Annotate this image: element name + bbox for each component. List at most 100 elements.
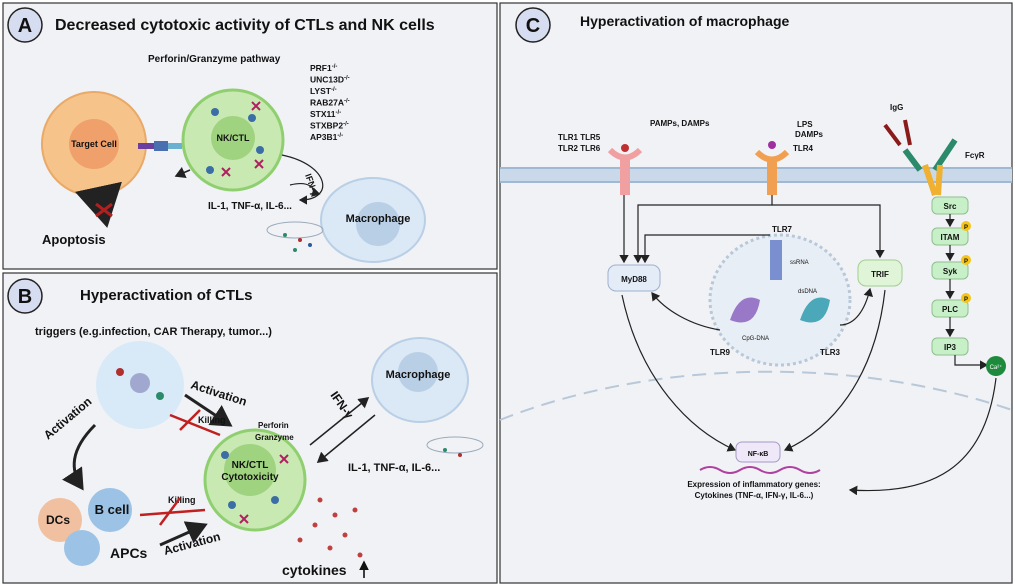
cytokines-up-label: cytokines xyxy=(282,562,347,578)
tlr7-to-myd88-arrow xyxy=(640,234,770,264)
macrophage-a-nucleus xyxy=(356,202,400,246)
tlr4-label: TLR4 xyxy=(793,144,814,153)
panel-b-cytokines-list: IL-1, TNF-α, IL-6... xyxy=(348,462,440,474)
granule-icons xyxy=(206,101,264,177)
panel-a-pathway: Perforin/Granzyme pathway xyxy=(148,54,281,65)
tlr-surface-receptor xyxy=(607,144,643,195)
secretion-arrow xyxy=(174,166,191,178)
panel-b-letter: B xyxy=(18,286,32,308)
trif-to-nfkb-arrow xyxy=(783,289,886,452)
panel-b-title: Hyperactivation of CTLs xyxy=(80,287,253,304)
damps-label: DAMPs xyxy=(795,130,824,139)
phospho-icon xyxy=(961,221,971,231)
tlr4-to-trif-arrow xyxy=(772,204,885,259)
calcium-node xyxy=(986,356,1006,376)
nfkb-node xyxy=(735,441,781,463)
gene-unc13d: UNC13D-/- xyxy=(310,75,350,85)
tlr4-receptor xyxy=(754,141,790,195)
killing-label-2: Killing xyxy=(168,495,196,505)
ca-to-gene-arrow xyxy=(848,377,997,496)
perforin-label: Perforin xyxy=(258,421,289,430)
panel-c-title: Hyperactivation of macrophage xyxy=(580,13,789,29)
panel-a-title: Decreased cytotoxic activity of CTLs and… xyxy=(55,17,435,34)
ip3-node xyxy=(931,337,969,356)
panel-b: B Hyperactivation of CTLs triggers (e.g.… xyxy=(2,272,498,584)
myd88-label: MyD88 xyxy=(621,275,647,284)
tlr7-receptor xyxy=(770,240,782,280)
phospho-icon xyxy=(961,293,971,303)
nk-ctl-label: NK/CTL xyxy=(217,133,250,143)
tlr-group-b: TLR2 TLR6 xyxy=(558,144,601,153)
calcium-label: Ca²⁺ xyxy=(990,364,1003,371)
activation-arrow-3 xyxy=(159,521,208,547)
nk-ctl-b-label: NK/CTL xyxy=(232,460,269,471)
cytokine-dots xyxy=(297,497,363,558)
macrophage-b-label: Macrophage xyxy=(386,369,451,381)
ip3-to-ca-arrow xyxy=(954,355,989,370)
tlr9-label: TLR9 xyxy=(710,348,731,357)
ip3-label: IP3 xyxy=(944,343,957,352)
killing-block-1 xyxy=(169,409,221,437)
macrophage-b-nucleus xyxy=(398,352,438,392)
panel-a-cytokines: IL-1, TNF-α, IL-6... xyxy=(208,201,292,212)
cytokine-swirl-icon-b xyxy=(426,436,484,457)
killing-label-1: Killing xyxy=(198,415,226,425)
panel-c-badge xyxy=(515,7,551,43)
dsdna-label: dsDNA xyxy=(798,289,817,295)
fcgr-receptor xyxy=(883,119,958,196)
apcs-label: APCs xyxy=(110,545,148,561)
blocked-x-icon xyxy=(95,202,113,218)
granzyme-label: Granzyme xyxy=(255,433,294,442)
activation-arrow-2 xyxy=(62,423,97,491)
dna-strand xyxy=(699,466,821,474)
cpg-label: CpG-DNA xyxy=(742,336,769,342)
ifn-arrow-b xyxy=(309,397,370,446)
nfkb-label: NF-κB xyxy=(748,451,769,458)
phospho-label: P xyxy=(964,297,968,303)
killing-block-2 xyxy=(139,497,206,526)
panel-c: C Hyperactivation of macrophage TLR1 TLR… xyxy=(499,2,1013,584)
nuclear-envelope xyxy=(499,370,1013,421)
panel-c-letter: C xyxy=(526,15,540,37)
bcell-label: B cell xyxy=(95,502,130,517)
gene-ap3b1: AP3B1-/- xyxy=(310,132,343,142)
tlr7-label: TLR7 xyxy=(772,225,793,234)
apoptosis-label: Apoptosis xyxy=(42,232,106,247)
ssrna-label: ssRNA xyxy=(790,260,809,266)
target-cell-nucleus xyxy=(69,119,119,169)
igg-label: IgG xyxy=(890,103,903,112)
gene-rab27a: RAB27A-/- xyxy=(310,98,350,108)
tlr9-to-myd88-arrow xyxy=(651,292,721,331)
src-label: Src xyxy=(944,202,957,211)
panel-a: A Decreased cytotoxic activity of CTLs a… xyxy=(2,2,498,270)
receptor-link xyxy=(138,141,182,151)
phospho-label: P xyxy=(964,259,968,265)
activation-arrow-1 xyxy=(184,393,233,427)
panel-b-badge xyxy=(7,278,43,314)
dcs-label: DCs xyxy=(46,513,70,527)
myd88-node xyxy=(607,264,661,292)
myd88-to-nfkb-arrow xyxy=(621,294,737,452)
cytokine-swirl-icon xyxy=(266,221,324,252)
gene-prf1: PRF1-/- xyxy=(310,63,337,73)
cytotoxicity-label: Cytotoxicity xyxy=(221,472,279,483)
phospho-label: P xyxy=(964,225,968,231)
dc-cell xyxy=(38,498,82,542)
b-cell xyxy=(88,488,132,532)
lps-label: LPS xyxy=(797,120,813,129)
apc-cell xyxy=(64,530,100,566)
syk-label: Syk xyxy=(943,267,958,276)
expression-line-1: Expression of inflammatory genes: xyxy=(687,480,820,489)
macrophage-a-label: Macrophage xyxy=(346,213,411,225)
panel-a-badge xyxy=(7,7,43,43)
plc-label: PLC xyxy=(942,305,958,314)
expression-line-2: Cytokines (TNF-α, IFN-γ, IL-6...) xyxy=(695,491,814,500)
tlr3-to-trif-arrow xyxy=(839,287,873,326)
triggers-label: triggers (e.g.infection, CAR Therapy, tu… xyxy=(35,326,272,338)
panel-a-letter: A xyxy=(18,15,32,37)
gene-stx11: STX11-/- xyxy=(310,109,341,119)
tlr3-label: TLR3 xyxy=(820,348,841,357)
endosome xyxy=(708,233,852,367)
